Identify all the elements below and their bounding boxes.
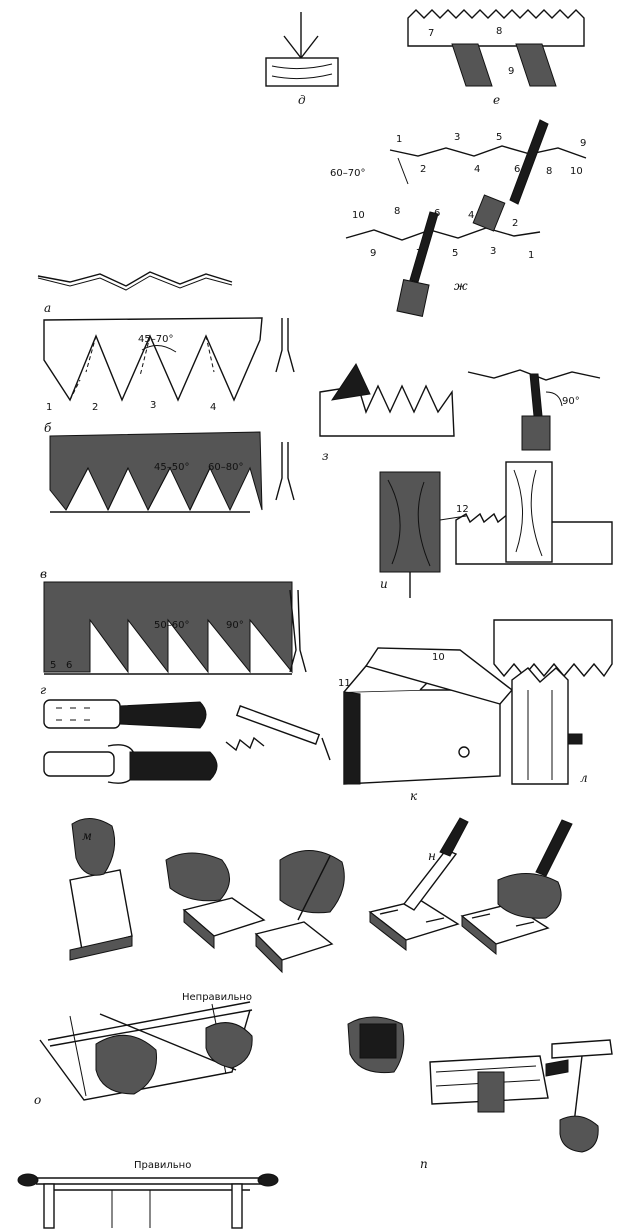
label-a: а (44, 301, 51, 315)
g-angle1: 50–60° (154, 620, 189, 631)
label-d: д (298, 93, 306, 107)
figure-g: в 50–60° 90° 5 6 г (40, 567, 307, 697)
svg-text:1: 1 (528, 250, 534, 261)
svg-text:2: 2 (92, 402, 98, 413)
svg-text:5: 5 (452, 248, 458, 259)
figure-z: з 90° (319, 362, 601, 463)
figure-a: а (37, 271, 233, 315)
file-with-teeth (225, 705, 331, 761)
label-zh: ж (454, 279, 468, 293)
label-o: о (34, 1093, 41, 1107)
svg-text:3: 3 (490, 246, 496, 257)
files (43, 699, 331, 784)
label-n: н (428, 849, 436, 863)
figure-o: Неправильно о (34, 992, 253, 1107)
label-g: г (40, 683, 46, 697)
svg-text:6: 6 (66, 660, 72, 671)
v-angle1: 45–50° (154, 462, 189, 473)
svg-text:5: 5 (496, 132, 502, 143)
figure-b: 45–70° 1 2 3 4 б (43, 317, 295, 435)
num-e-8: 8 (496, 26, 502, 37)
label-g-top: в (40, 567, 47, 581)
figure-m: м (69, 818, 133, 961)
zh-angle: 60–70° (330, 168, 365, 179)
figure-n: н (368, 817, 573, 956)
bow-saw-right: Правильно (17, 1160, 279, 1229)
svg-text:3: 3 (454, 132, 460, 143)
svg-text:10: 10 (570, 166, 583, 177)
svg-text:8: 8 (394, 206, 400, 217)
label-m: м (82, 829, 92, 843)
figure-d: д (265, 12, 339, 107)
num-k-11: 11 (338, 678, 351, 689)
num-i-12: 12 (456, 504, 469, 515)
figure-zh: 60–70° 1 3 5 7 9 2 4 6 8 10 10 8 6 4 2 9… (330, 119, 586, 317)
label-z: з (322, 449, 329, 463)
figure-p: п (347, 1016, 613, 1171)
num-e-9: 9 (508, 66, 514, 77)
label-l: л (580, 771, 588, 785)
svg-text:2: 2 (420, 164, 426, 175)
num-e-7: 7 (428, 28, 434, 39)
svg-text:6: 6 (514, 164, 520, 175)
svg-text:1: 1 (46, 402, 52, 413)
b-angle: 45–70° (138, 334, 173, 345)
caption-wrong: Неправильно (182, 992, 252, 1003)
figure-v: 45–50° 60–80° (49, 431, 295, 513)
svg-text:4: 4 (210, 402, 216, 413)
svg-text:1: 1 (396, 134, 402, 145)
label-p: п (420, 1157, 428, 1171)
sharpening-blocks (165, 850, 345, 974)
label-k: к (410, 789, 418, 803)
figure-e: 7 8 9 е (407, 9, 585, 107)
figure-i: 12 и (379, 461, 613, 598)
svg-text:3: 3 (150, 400, 156, 411)
figure-k: 11 10 к (338, 647, 514, 803)
g-angle2: 90° (226, 620, 244, 631)
svg-text:9: 9 (580, 138, 586, 149)
svg-text:2: 2 (512, 218, 518, 229)
label-i: и (380, 577, 388, 591)
caption-right: Правильно (134, 1160, 191, 1171)
label-e: е (493, 93, 500, 107)
svg-text:5: 5 (50, 660, 56, 671)
svg-text:8: 8 (546, 166, 552, 177)
figure-l: л (493, 619, 613, 785)
svg-text:10: 10 (352, 210, 365, 221)
svg-text:9: 9 (370, 248, 376, 259)
num-k-10: 10 (432, 652, 445, 663)
z-angle: 90° (562, 396, 580, 407)
label-b: б (44, 421, 52, 435)
svg-text:4: 4 (474, 164, 480, 175)
svg-text:4: 4 (468, 210, 474, 221)
v-angle2: 60–80° (208, 462, 243, 473)
